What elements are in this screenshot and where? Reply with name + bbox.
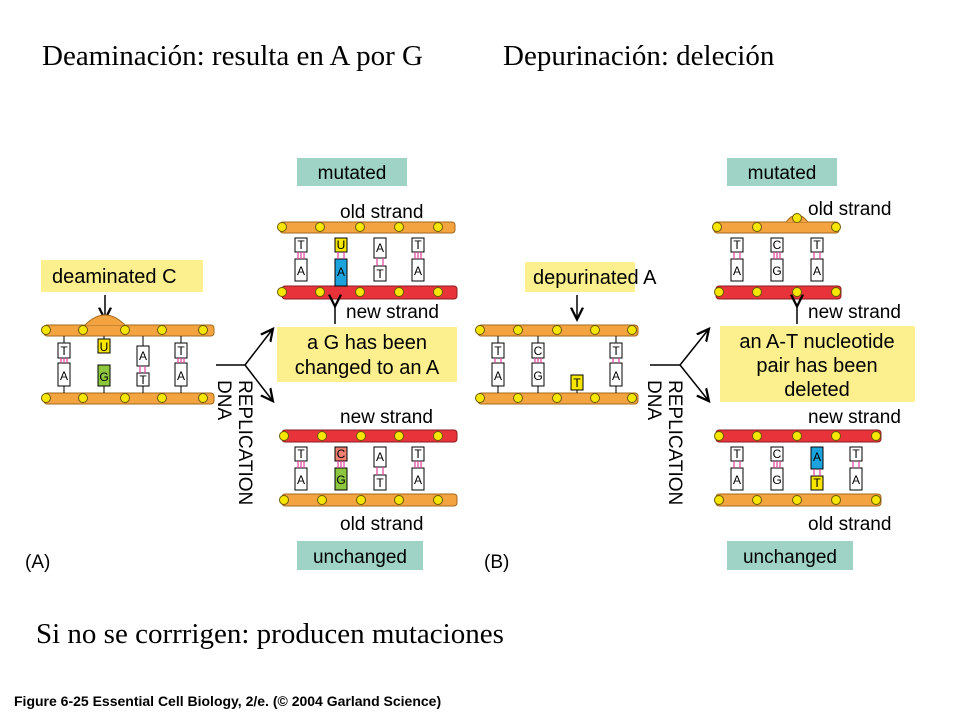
base-b-unch-top-2: C <box>773 447 782 461</box>
base-b-orig-bot-2: G <box>533 369 542 383</box>
base-a-unch-top-4: T <box>414 447 422 461</box>
base-b-orig-top-2: C <box>534 344 543 358</box>
base-a-mut-top-1: T <box>297 238 305 252</box>
unchanged-duplex-a: T C A T A G T A <box>279 429 458 507</box>
base-b-orig-bot-1: A <box>494 369 502 383</box>
panel-letter-a: (A) <box>25 552 50 573</box>
dna-replication-label-a-1: DNA <box>213 380 234 420</box>
base-b-unch-bot-1: A <box>733 473 741 487</box>
unchanged-label-b: unchanged <box>743 547 837 568</box>
base-b-orig-top-3: T <box>612 344 620 358</box>
new-strand-label-a-top: new strand <box>346 302 439 323</box>
dna-replication-label-a-2: REPLICATION <box>234 380 255 505</box>
figure-caption: Figure 6-25 Essential Cell Biology, 2/e.… <box>14 693 442 709</box>
mutated-duplex-b: T C T A G A <box>712 213 842 300</box>
base-b-orig-bot-4: A <box>612 369 620 383</box>
mutated-label-b: mutated <box>748 163 817 184</box>
title-depurination: Depurinación: deleción <box>503 40 775 72</box>
explanation-box-a <box>277 327 457 382</box>
base-b-mut-top-3: T <box>813 238 821 252</box>
base-a-orig-bot-4: A <box>177 369 185 383</box>
base-b-mut-top-2: C <box>773 238 782 252</box>
base-b-mut-bot-3: A <box>813 264 821 278</box>
panel-b: depurinated A <box>475 158 915 573</box>
base-a-unch-bot-3: T <box>376 476 384 490</box>
base-a-orig-top-3: A <box>139 349 147 363</box>
replication-fork-b <box>650 330 708 400</box>
bottom-note: Si no se corrrigen: producen mutaciones <box>36 618 504 650</box>
base-b-unch-top-3: A <box>813 450 821 464</box>
depurinated-label-box <box>525 262 635 292</box>
base-a-mut-top-4: T <box>414 238 422 252</box>
new-strand-label-b-bottom: new strand <box>808 407 901 428</box>
mutated-label-box-a <box>297 158 407 186</box>
base-b-unch-bot-4: A <box>852 473 860 487</box>
panel-letter-b: (B) <box>484 552 509 573</box>
base-b-unch-top-1: T <box>733 447 741 461</box>
unchanged-label-a: unchanged <box>313 547 407 568</box>
base-a-mut-top-2: U <box>337 238 346 252</box>
base-a-orig-bot-1: A <box>60 369 68 383</box>
explanation-b-line-3: deleted <box>784 379 850 401</box>
base-a-orig-bot-2: G <box>99 370 108 384</box>
explanation-box-b <box>720 326 915 402</box>
old-strand-label-a-bottom: old strand <box>340 514 423 535</box>
original-duplex-b: T C T A G T A <box>475 324 639 405</box>
panel-a: deaminated C <box>25 158 458 573</box>
mutated-label-a: mutated <box>318 163 387 184</box>
base-a-unch-top-2: C <box>337 447 346 461</box>
explanation-b-line-1: an A-T nucleotide <box>739 331 894 353</box>
dna-replication-label-b-1: DNA <box>643 380 664 420</box>
base-b-mut-bot-2: G <box>772 264 781 278</box>
unchanged-duplex-b: T C A T A G T A <box>714 429 882 507</box>
base-b-mut-top-1: T <box>733 238 741 252</box>
depurinated-a-label: depurinated A <box>533 267 657 289</box>
explanation-b-line-2: pair has been <box>756 355 877 377</box>
deaminated-label-box <box>41 260 203 292</box>
mutated-label-box-b <box>727 158 837 186</box>
new-strand-label-a-bottom: new strand <box>340 407 433 428</box>
unchanged-label-box-a <box>297 541 423 570</box>
original-duplex-a: T U A T A G T A <box>41 314 215 405</box>
base-a-unch-top-3: A <box>376 450 384 464</box>
base-a-mut-bot-4: A <box>414 264 422 278</box>
base-a-unch-bot-1: A <box>297 473 305 487</box>
base-a-mut-top-3: A <box>376 241 384 255</box>
old-strand-label-b-top: old strand <box>808 199 891 220</box>
title-deamination: Deaminación: resulta en A por G <box>42 40 423 72</box>
old-strand-label-b-bottom: old strand <box>808 514 891 535</box>
explanation-a-line-2: changed to an A <box>295 357 440 379</box>
base-b-mut-bot-1: A <box>733 264 741 278</box>
base-a-mut-bot-2: A <box>337 265 345 279</box>
base-a-orig-top-4: T <box>177 344 185 358</box>
base-a-unch-top-1: T <box>297 447 305 461</box>
base-b-unch-top-4: T <box>852 447 860 461</box>
new-strand-label-b-top: new strand <box>808 302 901 323</box>
base-a-unch-bot-2: G <box>336 473 345 487</box>
base-b-orig-top-1: T <box>494 344 502 358</box>
unchanged-label-box-b <box>727 541 853 570</box>
base-a-unch-bot-4: A <box>414 473 422 487</box>
replication-fork-a <box>216 330 272 400</box>
base-b-unch-bot-3: T <box>813 476 821 490</box>
base-b-unch-bot-2: G <box>772 473 781 487</box>
base-a-mut-bot-1: A <box>297 264 305 278</box>
base-a-orig-bot-3: T <box>139 373 147 387</box>
old-strand-label-a-top: old strand <box>340 202 423 223</box>
dna-replication-label-b-2: REPLICATION <box>664 380 685 505</box>
base-b-orig-bot-3: T <box>573 376 581 390</box>
deaminated-c-label: deaminated C <box>52 266 177 288</box>
mutated-duplex-a: T U A T A A T A <box>277 221 458 300</box>
base-a-orig-top-1: T <box>60 344 68 358</box>
explanation-a-line-1: a G has been <box>307 332 427 354</box>
base-a-mut-bot-3: T <box>376 267 384 281</box>
base-a-orig-top-2: U <box>100 340 109 354</box>
